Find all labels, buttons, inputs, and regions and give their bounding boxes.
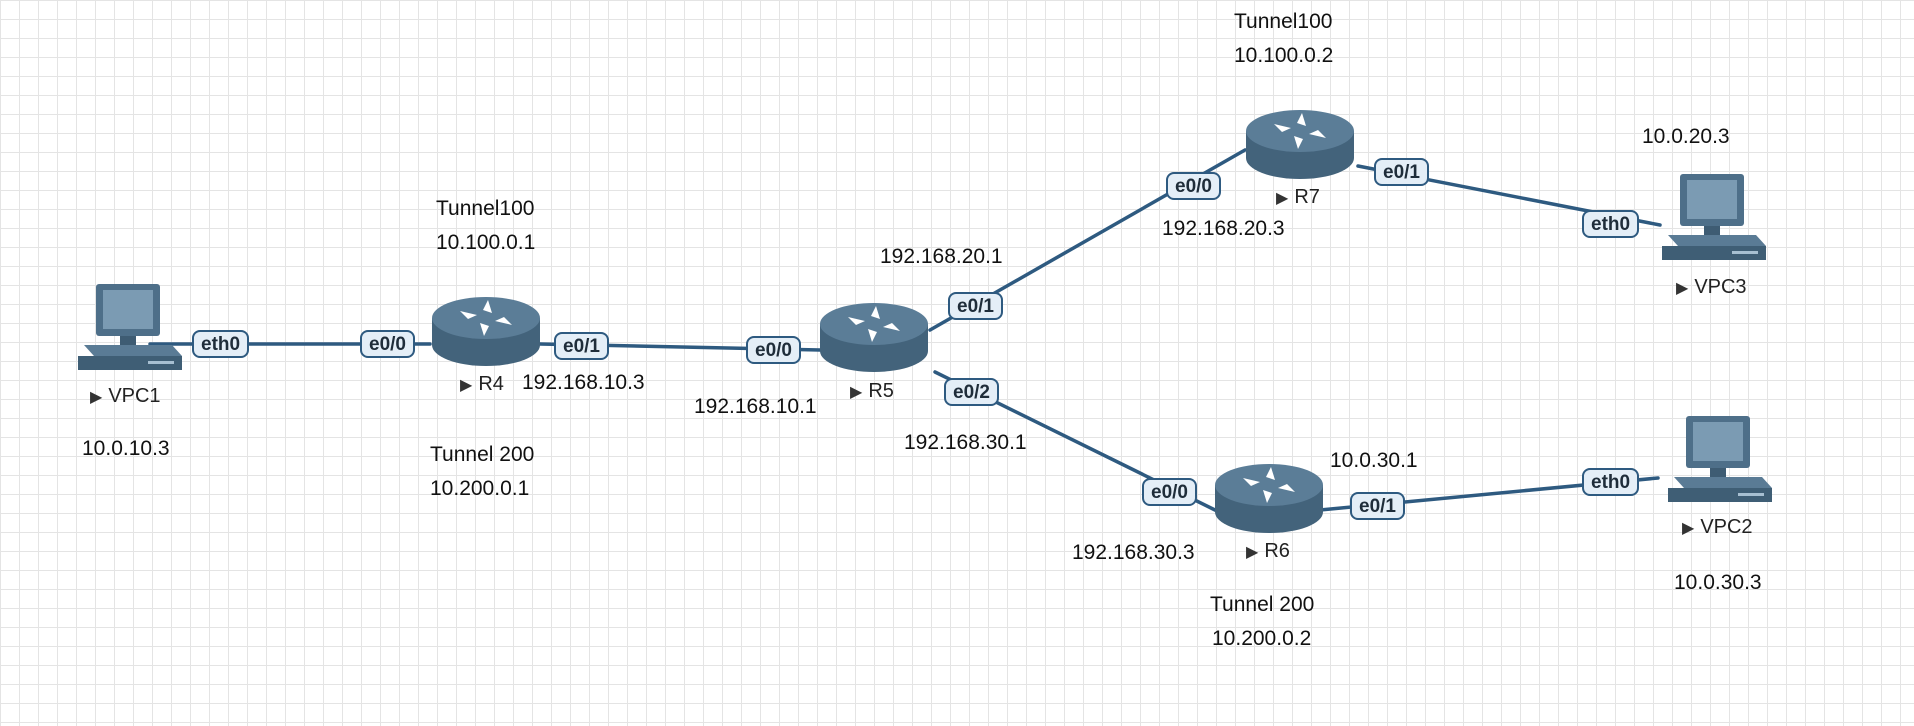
pc-vpc2[interactable] <box>1668 414 1774 510</box>
port-vpc1-eth0[interactable]: eth0 <box>192 330 250 358</box>
r4-tunnel100-name: Tunnel100 <box>436 197 535 220</box>
r6-name[interactable]: ▶ R6 <box>1246 541 1290 561</box>
play-icon[interactable]: ▶ <box>1246 544 1259 561</box>
r4-tunnel200-ip: 10.200.0.1 <box>430 477 530 500</box>
router-r5[interactable] <box>818 299 930 375</box>
r4-name-text: R4 <box>478 373 504 395</box>
r5-name[interactable]: ▶ R5 <box>850 381 894 401</box>
port-vpc2-eth0[interactable]: eth0 <box>1582 468 1640 496</box>
vpc2-name-text: VPC2 <box>1700 516 1753 538</box>
r5-e0-0-ip: 192.168.10.1 <box>694 395 817 418</box>
play-icon[interactable]: ▶ <box>460 377 473 394</box>
pc-icon <box>78 284 182 370</box>
vpc2-name[interactable]: ▶ VPC2 <box>1682 517 1753 537</box>
pc-vpc1[interactable] <box>78 282 184 378</box>
r6-tunnel200-name: Tunnel 200 <box>1210 593 1315 616</box>
r7-name-text: R7 <box>1294 186 1320 208</box>
port-r7-e0-1[interactable]: e0/1 <box>1374 158 1429 186</box>
router-icon <box>1246 110 1354 179</box>
r5-name-text: R5 <box>868 380 894 402</box>
vpc3-name-text: VPC3 <box>1694 276 1747 298</box>
pc-vpc3[interactable] <box>1662 172 1768 268</box>
port-r5-e0-2[interactable]: e0/2 <box>944 378 999 406</box>
router-r7[interactable] <box>1244 106 1356 182</box>
r4-tunnel200-name: Tunnel 200 <box>430 443 535 466</box>
router-r6[interactable] <box>1213 460 1325 536</box>
vpc3-name[interactable]: ▶ VPC3 <box>1676 277 1747 297</box>
r6-e0-0-ip: 192.168.30.3 <box>1072 541 1195 564</box>
r7-e0-0-ip: 192.168.20.3 <box>1162 217 1285 240</box>
r5-e0-1-ip: 192.168.20.1 <box>880 245 1003 268</box>
port-r5-e0-1[interactable]: e0/1 <box>948 292 1003 320</box>
play-icon[interactable]: ▶ <box>1682 520 1695 537</box>
play-icon[interactable]: ▶ <box>850 384 863 401</box>
port-r4-e0-0[interactable]: e0/0 <box>360 330 415 358</box>
vpc3-ip: 10.0.20.3 <box>1642 125 1730 148</box>
port-r6-e0-1[interactable]: e0/1 <box>1350 492 1405 520</box>
port-vpc3-eth0[interactable]: eth0 <box>1582 210 1640 238</box>
r4-name[interactable]: ▶ R4 <box>460 374 504 394</box>
port-r5-e0-0[interactable]: e0/0 <box>746 336 801 364</box>
play-icon[interactable]: ▶ <box>90 389 103 406</box>
r7-tunnel100-ip: 10.100.0.2 <box>1234 44 1334 67</box>
port-r4-e0-1[interactable]: e0/1 <box>554 332 609 360</box>
r6-lan-ip: 10.0.30.1 <box>1330 449 1418 472</box>
port-r6-e0-0[interactable]: e0/0 <box>1142 478 1197 506</box>
r5-e0-2-ip: 192.168.30.1 <box>904 431 1027 454</box>
router-icon <box>820 303 928 372</box>
router-icon <box>432 297 540 366</box>
r6-tunnel200-ip: 10.200.0.2 <box>1212 627 1312 650</box>
router-icon <box>1215 464 1323 533</box>
pc-icon <box>1668 416 1772 502</box>
vpc1-ip: 10.0.10.3 <box>82 437 170 460</box>
r7-tunnel100-name: Tunnel100 <box>1234 10 1333 33</box>
pc-icon <box>1662 174 1766 260</box>
vpc1-name-text: VPC1 <box>108 385 161 407</box>
play-icon[interactable]: ▶ <box>1676 280 1689 297</box>
r4-tunnel100-ip: 10.100.0.1 <box>436 231 536 254</box>
vpc2-ip: 10.0.30.3 <box>1674 571 1762 594</box>
port-r7-e0-0[interactable]: e0/0 <box>1166 172 1221 200</box>
r6-name-text: R6 <box>1264 540 1290 562</box>
r7-name[interactable]: ▶ R7 <box>1276 187 1320 207</box>
play-icon[interactable]: ▶ <box>1276 190 1289 207</box>
r4-e0-1-ip: 192.168.10.3 <box>522 371 645 394</box>
router-r4[interactable] <box>430 293 542 369</box>
vpc1-name[interactable]: ▶ VPC1 <box>90 386 161 406</box>
